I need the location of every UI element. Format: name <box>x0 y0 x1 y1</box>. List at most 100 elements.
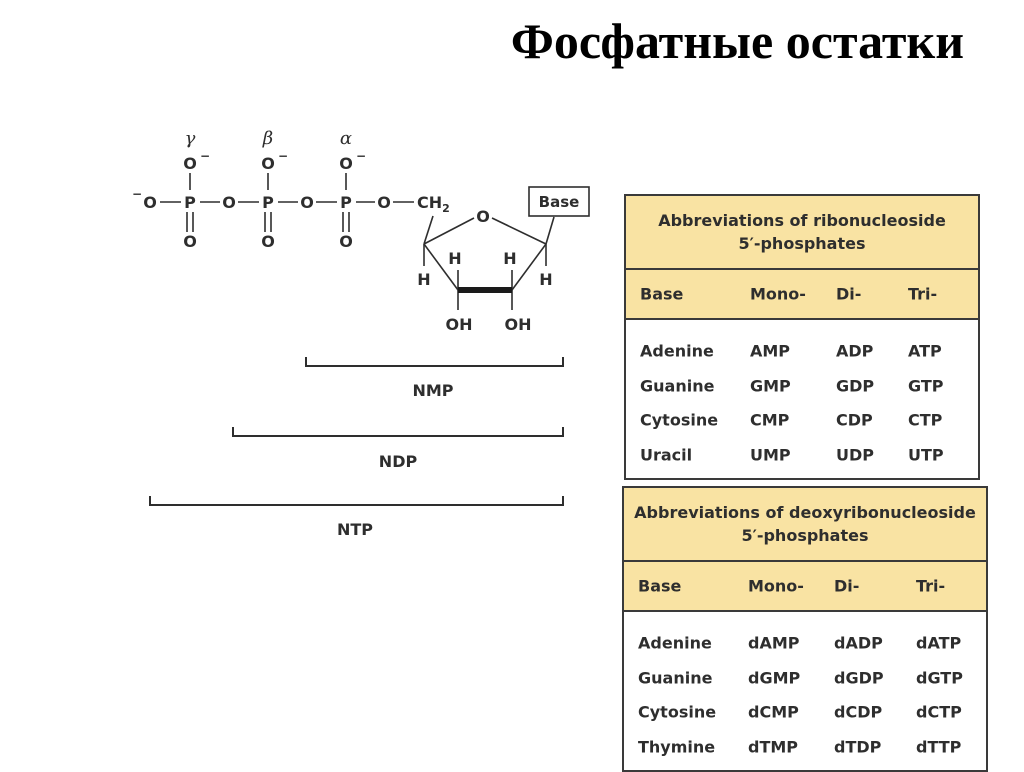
alpha-top-oxygen: O <box>339 154 353 173</box>
table-body: Adenine dAMP dADP dATP Guanine dGMP dGDP… <box>624 612 986 770</box>
ntp-bracket <box>149 496 564 506</box>
table-cell: UMP <box>750 445 791 465</box>
table-cell: dAMP <box>748 633 800 653</box>
nmp-label: NMP <box>412 381 453 400</box>
nucleotide-structure: γ β α O − O − O − − O P O P O P O CH2 O … <box>132 128 590 539</box>
table-cell: dTDP <box>834 737 882 757</box>
gamma-top-oxygen: O <box>183 154 197 173</box>
header-base: Base <box>638 576 682 596</box>
bond-c4-o <box>423 217 475 245</box>
gamma-bottom-oxygen: O <box>183 232 197 251</box>
table-cell: dTTP <box>916 737 962 757</box>
nmp-bracket <box>305 357 564 367</box>
c2-hydroxyl: OH <box>505 315 532 334</box>
gamma-top-charge: − <box>200 149 210 163</box>
header-di: Di- <box>836 284 862 304</box>
table-cell: GDP <box>836 376 875 396</box>
table-title-line: 5′-phosphates <box>741 526 869 545</box>
table-cell: AMP <box>750 341 791 361</box>
deoxyribonucleoside-table: Abbreviations of deoxyribonucleoside 5′-… <box>622 486 988 772</box>
table-cell: CMP <box>750 410 790 430</box>
table-cell: UTP <box>908 445 944 465</box>
table-title-line: 5′-phosphates <box>738 234 866 253</box>
header-di: Di- <box>834 576 860 596</box>
bond-ch2-c4 <box>423 215 434 245</box>
beta-top-charge: − <box>278 149 288 163</box>
alpha-phosphorus: P <box>340 193 352 212</box>
bridge-oxygen-2: O <box>300 193 314 212</box>
bond-o-c1 <box>491 217 547 245</box>
table-cell: dADP <box>834 633 883 653</box>
header-mono: Mono- <box>750 284 806 304</box>
table-header-row: Base Mono- Di- Tri- <box>624 562 986 612</box>
header-mono: Mono- <box>748 576 804 596</box>
table-cell: dTMP <box>748 737 799 757</box>
slide-title: Фосфатные остатки <box>510 13 964 69</box>
table-cell: Adenine <box>640 341 714 361</box>
table-row: Cytosine dCMP dCDP dCTP <box>624 695 986 730</box>
table-cell: ADP <box>836 341 874 361</box>
alpha-top-charge: − <box>356 149 366 163</box>
ribonucleoside-table: Abbreviations of ribonucleoside 5′-phosp… <box>624 194 980 480</box>
table-cell: CDP <box>836 410 873 430</box>
table-cell: dATP <box>916 633 962 653</box>
table-row: Uracil UMP UDP UTP <box>626 438 978 473</box>
ntp-label: NTP <box>337 520 373 539</box>
bridge-oxygen-1: O <box>222 193 236 212</box>
beta-phosphorus: P <box>262 193 274 212</box>
terminal-oxygen: O <box>143 193 157 212</box>
table-cell: Cytosine <box>640 410 719 430</box>
table-cell: Uracil <box>640 445 693 465</box>
table-body: Adenine AMP ADP ATP Guanine GMP GDP GTP … <box>626 320 978 478</box>
c3-hydrogen: H <box>448 249 461 268</box>
table-cell: ATP <box>908 341 942 361</box>
c1-hydrogen: H <box>539 270 552 289</box>
header-tri: Tri- <box>916 576 946 596</box>
gamma-phosphorus: P <box>184 193 196 212</box>
table-cell: GTP <box>908 376 944 396</box>
table-row: Guanine dGMP dGDP dGTP <box>624 661 986 696</box>
table-cell: Guanine <box>640 376 715 396</box>
table-row: Cytosine CMP CDP CTP <box>626 403 978 438</box>
beta-bottom-oxygen: O <box>261 232 275 251</box>
table-row: Guanine GMP GDP GTP <box>626 369 978 404</box>
table-cell: Cytosine <box>638 702 717 722</box>
bond-c4-c3 <box>423 243 459 291</box>
table-cell: Thymine <box>638 737 716 757</box>
table-cell: dCTP <box>916 702 962 722</box>
bond-c1-c2 <box>511 243 547 291</box>
table-title-line: Abbreviations of ribonucleoside <box>658 211 946 230</box>
bond-c1-base <box>545 216 555 245</box>
c3-hydroxyl: OH <box>446 315 473 334</box>
table-cell: dGDP <box>834 668 884 688</box>
table-row: Adenine dAMP dADP dATP <box>624 626 986 661</box>
header-tri: Tri- <box>908 284 938 304</box>
terminal-charge: − <box>132 187 142 201</box>
table-cell: Adenine <box>638 633 712 653</box>
table-cell: GMP <box>750 376 791 396</box>
table-cell: dCMP <box>748 702 799 722</box>
beta-top-oxygen: O <box>261 154 275 173</box>
ch2-group: CH2 <box>417 193 450 215</box>
header-base: Base <box>640 284 684 304</box>
base-box <box>528 186 590 217</box>
table-cell: dCDP <box>834 702 883 722</box>
table-header-row: Base Mono- Di- Tri- <box>626 270 978 320</box>
table-cell: Guanine <box>638 668 713 688</box>
ribonucleoside-table-title: Abbreviations of ribonucleoside 5′-phosp… <box>626 196 978 270</box>
c4-hydrogen: H <box>417 270 430 289</box>
alpha-bottom-oxygen: O <box>339 232 353 251</box>
greek-beta: β <box>262 128 273 149</box>
table-cell: dGTP <box>916 668 963 688</box>
table-cell: CTP <box>908 410 943 430</box>
ndp-label: NDP <box>379 452 418 471</box>
table-cell: dGMP <box>748 668 801 688</box>
ndp-bracket <box>232 427 564 437</box>
table-row: Thymine dTMP dTDP dTTP <box>624 730 986 765</box>
ring-oxygen: O <box>476 207 490 226</box>
table-cell: UDP <box>836 445 874 465</box>
table-row: Adenine AMP ADP ATP <box>626 334 978 369</box>
c2-hydrogen: H <box>503 249 516 268</box>
deoxyribonucleoside-table-title: Abbreviations of deoxyribonucleoside 5′-… <box>624 488 986 562</box>
base-label: Base <box>539 193 580 211</box>
